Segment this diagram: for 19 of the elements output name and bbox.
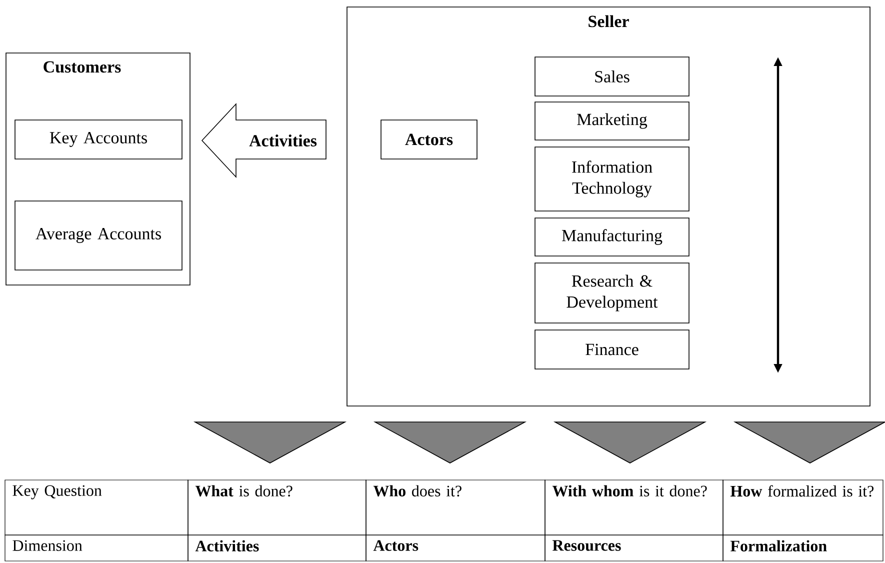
table-cell: Key Question <box>4 480 188 536</box>
box: Key Accounts <box>14 120 182 160</box>
box: Information Technology <box>534 146 690 212</box>
box: Marketing <box>534 102 690 140</box>
box: Actors <box>380 120 478 160</box>
box: Research & Development <box>534 262 690 324</box>
box: Average Accounts <box>14 200 182 270</box>
box: Manufacturing <box>534 218 690 256</box>
table-cell: Actors <box>366 534 546 562</box>
table-cell: Resources <box>544 534 724 562</box>
table-cell: What is done? <box>188 480 366 536</box>
box: Sales <box>534 56 690 96</box>
table-cell: Formalization <box>722 534 884 562</box>
table-cell: Who does it? <box>366 480 546 536</box>
box: Finance <box>534 330 690 370</box>
table-cell: With whom is it done? <box>544 480 724 536</box>
table-cell: How formalized is it? <box>722 480 884 536</box>
table-cell: Dimension <box>4 534 188 562</box>
table-cell: Activities <box>188 534 366 562</box>
